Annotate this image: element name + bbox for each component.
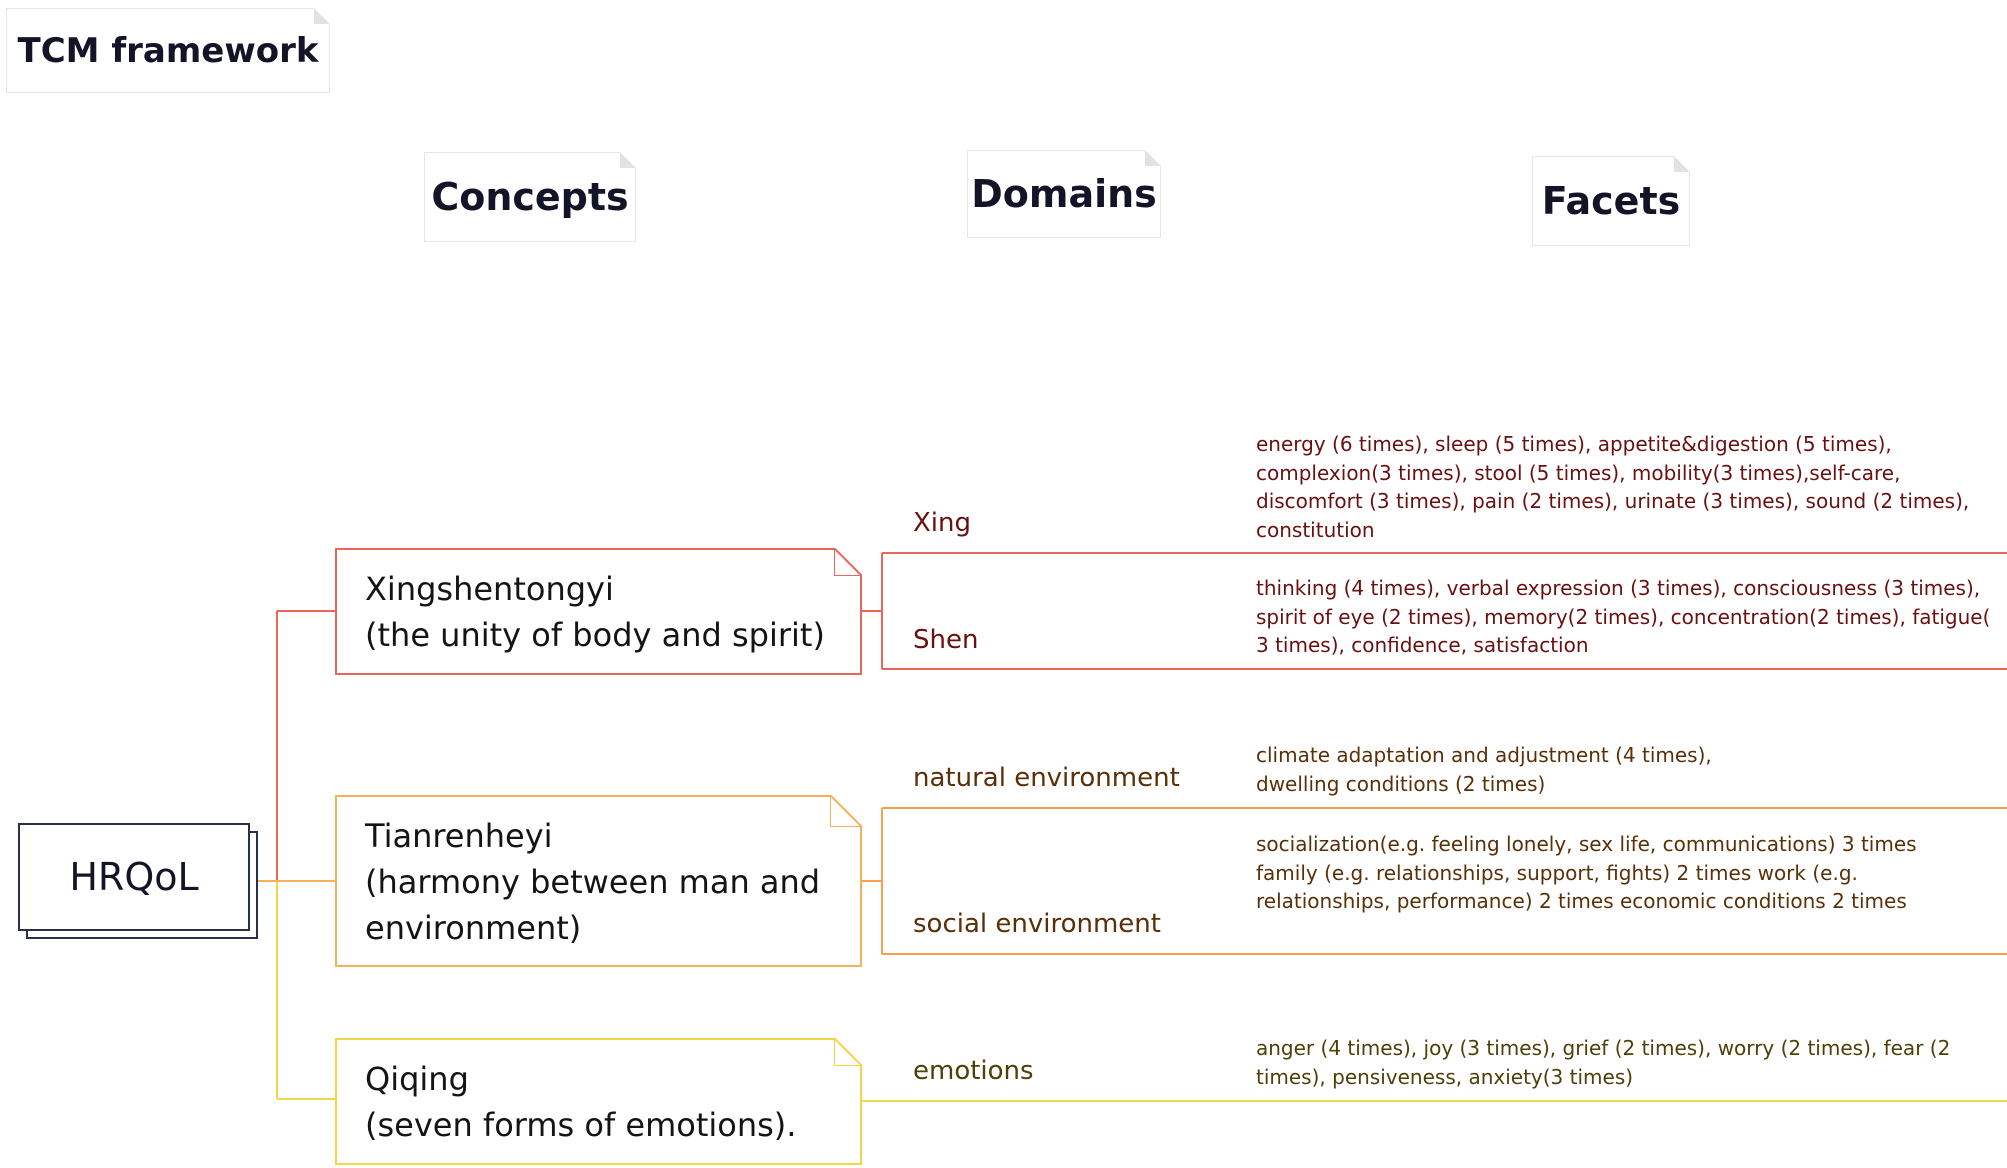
concept-name: Xingshentongyi	[365, 570, 614, 608]
facets-shen: thinking (4 times), verbal expression (3…	[1256, 576, 1991, 657]
concept-qiqing: Qiqing (seven forms of emotions).	[335, 1038, 862, 1165]
concept-description: (the unity of body and spirit)	[365, 616, 825, 654]
corner-fold	[830, 795, 862, 827]
concept-name: Tianrenheyi	[365, 817, 553, 855]
domains-header: Domains	[971, 172, 1157, 216]
concepts-header: Concepts	[431, 175, 629, 219]
concept-xingshentongyi: Xingshentongyi (the unity of body and sp…	[335, 548, 862, 675]
concept-description: (seven forms of emotions).	[365, 1106, 797, 1144]
domain-xing: Xing	[913, 508, 972, 538]
root-node-hrqol: HRQoL	[18, 823, 250, 931]
concepts-header-note: Concepts	[424, 152, 636, 242]
domain-natural-environment: natural environment	[913, 763, 1180, 793]
corner-fold	[314, 8, 330, 24]
concept-description: (harmony between man and	[365, 863, 821, 901]
concept-description-cont: environment)	[365, 909, 582, 947]
root-label: HRQoL	[69, 855, 199, 899]
framework-title: TCM framework	[17, 30, 319, 71]
domain-social-environment: social environment	[913, 909, 1161, 939]
facets-header: Facets	[1541, 179, 1681, 223]
corner-fold	[620, 152, 636, 168]
domain-shen: Shen	[913, 625, 979, 655]
domains-header-note: Domains	[967, 150, 1161, 238]
domain-emotions: emotions	[913, 1056, 1034, 1086]
corner-fold	[1674, 156, 1690, 172]
concept-tianrenheyi: Tianrenheyi (harmony between man and env…	[335, 795, 862, 967]
facets-natural-environment: climate adaptation and adjustment (4 tim…	[1256, 743, 1712, 796]
corner-fold	[834, 1038, 862, 1066]
corner-fold	[834, 548, 862, 576]
facets-header-note: Facets	[1532, 156, 1690, 246]
concept-name: Qiqing	[365, 1060, 469, 1098]
facets-xing: energy (6 times), sleep (5 times), appet…	[1256, 432, 1970, 542]
facets-social-environment: socialization(e.g. feeling lonely, sex l…	[1256, 832, 1917, 913]
corner-fold	[1145, 150, 1161, 166]
facets-emotions: anger (4 times), joy (3 times), grief (2…	[1256, 1036, 1951, 1089]
framework-title-note: TCM framework	[6, 8, 330, 93]
